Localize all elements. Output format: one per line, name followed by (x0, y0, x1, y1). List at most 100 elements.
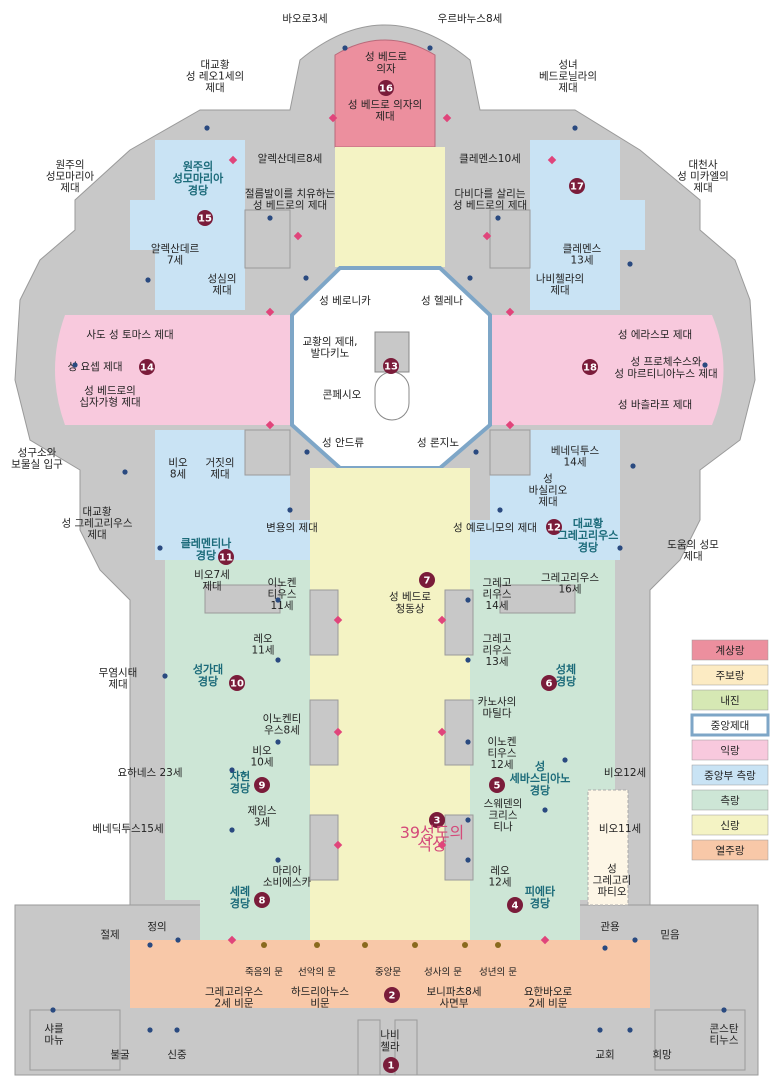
zone-left-lower-aisle (155, 430, 310, 560)
marker-dot (162, 673, 168, 679)
marker-dot (204, 125, 210, 131)
marker-dot (562, 757, 568, 763)
label-sacraments-door: 성사의 문 (424, 967, 462, 978)
badge-number-8: 8 (259, 896, 266, 907)
column-marker (442, 113, 452, 123)
label-faith: 믿음 (660, 929, 680, 941)
marker-dot (572, 125, 578, 131)
column-marker (293, 231, 303, 241)
label-urban8: 우르바누스8세 (438, 13, 503, 25)
marker-dot (627, 261, 633, 267)
zone-right-lower-aisle (470, 430, 620, 560)
legend-swatch (691, 639, 769, 661)
marker-dot (287, 507, 293, 513)
marker-dot (617, 545, 623, 551)
marker-dot (147, 1027, 153, 1033)
legend-label: 계상랑 (716, 645, 745, 657)
badge-16 (378, 80, 394, 96)
label-good-evil-door: 선악의 문 (298, 966, 336, 978)
marker-dot (147, 942, 153, 948)
column-marker (265, 420, 275, 430)
column-marker (333, 727, 343, 737)
badge-number-11: 11 (219, 553, 233, 564)
label-transfiguration-altar: 변용의 제대 (266, 522, 318, 534)
column-marker (482, 231, 492, 241)
marker-dot (497, 507, 503, 513)
label-justice: 절제 (100, 928, 119, 941)
column-marker (505, 420, 515, 430)
label-jerome-altar: 성 예로니모의 제대 (453, 521, 537, 534)
label-erasmus-altar: 성 에라스모 제대 (618, 329, 692, 341)
label-charity: 교회 (595, 1049, 614, 1061)
column-marker (437, 840, 447, 850)
column-marker (540, 935, 550, 945)
marker-dot (465, 597, 471, 603)
marker-dot (630, 463, 636, 469)
badge-11 (218, 549, 234, 565)
legend-swatch (691, 789, 769, 811)
legend-label: 중앙부 측랑 (704, 770, 756, 782)
badge-number-7: 7 (424, 576, 431, 587)
marker-dot (50, 1007, 56, 1013)
legend-label: 신랑 (720, 820, 740, 832)
label-helena: 성 헬레나 (421, 295, 463, 307)
label-veronica: 성 베로니카 (319, 295, 371, 307)
column-marker (437, 727, 447, 737)
badge-13 (383, 358, 399, 374)
marker-dot (467, 275, 473, 281)
column-marker (328, 113, 338, 123)
marker-dot (342, 45, 348, 51)
badge-2 (384, 987, 400, 1003)
door-dot (314, 942, 320, 948)
pillars (29, 209, 746, 1076)
legend-swatch (691, 739, 769, 761)
badge-number-9: 9 (259, 781, 266, 792)
badge-9 (254, 777, 270, 793)
badge-4 (507, 897, 523, 913)
zone-gregory-patio (587, 789, 629, 906)
marker-dot (542, 807, 548, 813)
marker-dot (267, 215, 273, 221)
label-john23: 요하네스 23세 (118, 766, 183, 779)
badge-number-16: 16 (379, 84, 393, 95)
badge-number-10: 10 (230, 679, 244, 690)
badge-number-15: 15 (198, 214, 212, 225)
column-marker (505, 307, 515, 317)
label-tolerance: 관용 (600, 921, 620, 933)
label-hope: 희망 (652, 1049, 672, 1061)
label-confessio: 콘페시오 (323, 389, 362, 401)
badge-8 (254, 892, 270, 908)
place-label-14: 성 요셉 제대 (68, 361, 123, 373)
marker-dot (465, 657, 471, 663)
zone-left-aisle (165, 560, 310, 940)
marker-dot (721, 1007, 727, 1013)
column-marker (333, 615, 343, 625)
badge-17 (569, 178, 585, 194)
marker-dot (303, 275, 309, 281)
marker-dot (122, 469, 128, 475)
column-marker (228, 155, 238, 165)
marker-dot (465, 739, 471, 745)
badge-number-14: 14 (140, 363, 154, 374)
